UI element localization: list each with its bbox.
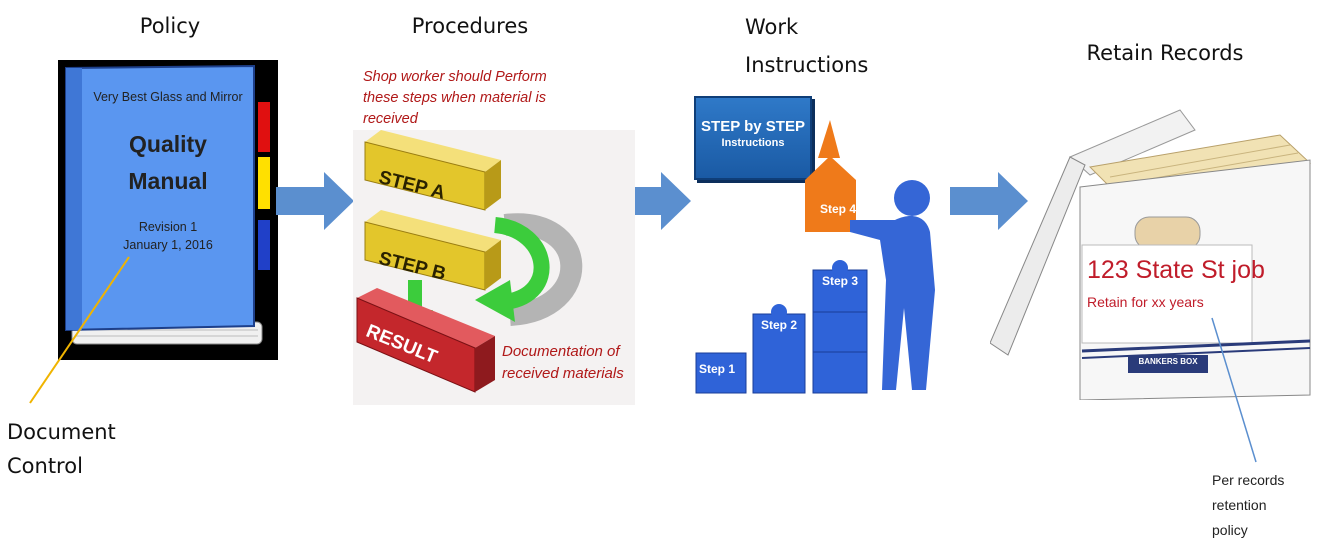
procedures-note-line3: received [363, 111, 418, 127]
step-by-step-sign: STEP by STEP Instructions [694, 96, 812, 180]
stage-title-procedures: Procedures [411, 14, 529, 38]
records-label-line2: Retain for xx years [1087, 294, 1204, 310]
stage-title-work: Work [745, 15, 799, 39]
puzzle-steps-graphic [695, 120, 935, 394]
stage-title-retain-records: Retain Records [1086, 41, 1244, 65]
stage-title-instructions: Instructions [745, 53, 869, 77]
flow-arrow-1 [276, 172, 354, 230]
manual-date: January 1, 2016 [123, 238, 213, 252]
document-control-label-line2: Control [7, 454, 83, 478]
stage-title-policy: Policy [139, 14, 201, 38]
puzzle-step-1: Step 1 [699, 362, 736, 376]
document-control-label-line1: Document [7, 420, 116, 444]
manual-title-line1: Quality [129, 131, 207, 157]
records-box [990, 109, 1312, 400]
procedures-result-note-line1: Documentation of [502, 343, 620, 360]
bankers-box-brand: BANKERS BOX [1138, 357, 1198, 366]
manual-revision: Revision 1 [138, 220, 198, 234]
flow-arrow-3 [950, 172, 1028, 230]
sign-line1: STEP by STEP [701, 118, 805, 135]
records-note-line2: retention [1212, 497, 1267, 513]
records-note-line1: Per records [1212, 472, 1285, 488]
sign-line2: Instructions [721, 137, 785, 149]
procedure-steps-graphic [353, 130, 635, 405]
records-note-line3: policy [1212, 522, 1248, 538]
flow-arrow-2 [613, 172, 691, 230]
puzzle-step-3: Step 3 [822, 274, 859, 288]
procedures-note-line1: Shop worker should Perform [363, 69, 547, 85]
quality-manual-book [58, 60, 278, 360]
records-label-line1: 123 State St job [1087, 256, 1265, 284]
procedures-note-line2: these steps when material is [363, 90, 546, 106]
procedures-result-note-line2: received materials [502, 365, 624, 382]
puzzle-step-4: Step 4 [820, 202, 857, 216]
manual-company: Very Best Glass and Mirror [93, 90, 243, 104]
puzzle-step-2: Step 2 [761, 318, 798, 332]
manual-title-line2: Manual [128, 168, 208, 194]
